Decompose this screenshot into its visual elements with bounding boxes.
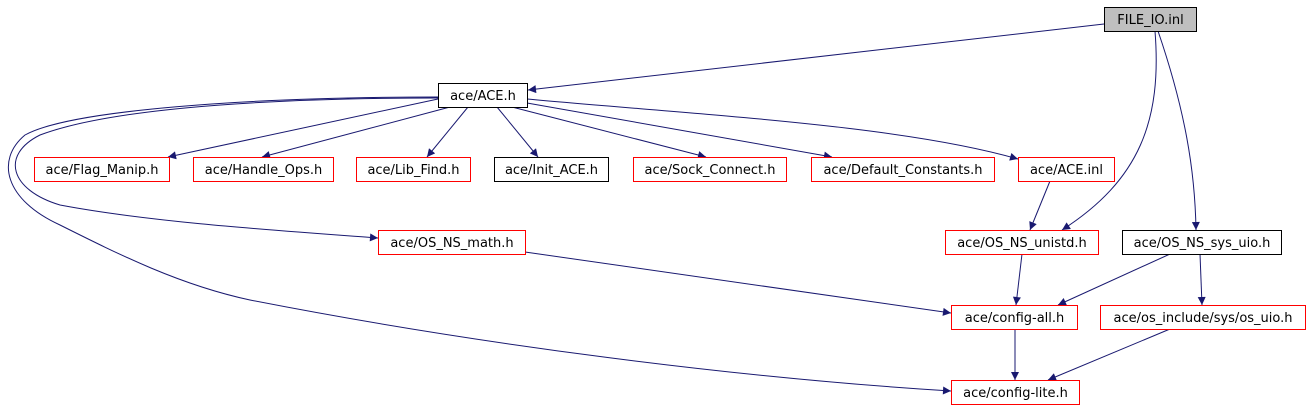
node-ace-inl[interactable]: ace/ACE.inl — [1018, 157, 1115, 182]
node-box-lib-find — [356, 157, 471, 182]
node-handle-ops[interactable]: ace/Handle_Ops.h — [193, 157, 334, 182]
node-ace-h: ace/ACE.h — [438, 83, 528, 108]
node-box-flag-manip — [34, 157, 170, 182]
edge-os-uio-to-config-lite — [1047, 328, 1171, 381]
node-box-default-constants — [811, 157, 995, 182]
node-box-os-ns-math — [378, 230, 526, 255]
edge-ace-h-to-lib-find — [426, 106, 469, 158]
edges-layer — [8, 23, 1206, 395]
node-label-file-io-inl: FILE_IO.inl — [1117, 13, 1183, 28]
node-label-os-ns-unistd: ace/OS_NS_unistd.h — [957, 236, 1087, 251]
node-label-handle-ops: ace/Handle_Ops.h — [205, 163, 322, 178]
node-label-ace-inl: ace/ACE.inl — [1030, 163, 1103, 178]
edge-file-io-inl-to-os-ns-unistd — [1061, 30, 1157, 231]
node-label-lib-find: ace/Lib_Find.h — [367, 163, 459, 178]
edge-ace-h-to-os-ns-math — [14, 97, 439, 242]
node-file-io-inl: FILE_IO.inl — [1104, 7, 1197, 32]
node-config-all[interactable]: ace/config-all.h — [951, 305, 1078, 330]
node-sock-connect[interactable]: ace/Sock_Connect.h — [633, 157, 787, 182]
node-box-os-uio — [1100, 305, 1306, 330]
node-box-handle-ops — [193, 157, 334, 182]
node-box-config-lite — [951, 380, 1080, 405]
nodes-layer: FILE_IO.inl ace/ACE.h ace/Flag_Manip.h ace/… — [34, 7, 1306, 405]
node-label-flag-manip: ace/Flag_Manip.h — [46, 163, 159, 178]
node-label-os-uio: ace/os_include/sys/os_uio.h — [1114, 311, 1293, 326]
node-init-ace: ace/Init_ACE.h — [494, 157, 609, 182]
edge-ace-h-to-init-ace — [496, 106, 539, 158]
node-box-ace-inl — [1018, 157, 1115, 182]
edge-ace-h-to-default-constants — [526, 102, 833, 160]
node-box-os-ns-sys-uio — [1122, 230, 1282, 255]
node-label-ace-h: ace/ACE.h — [450, 89, 516, 104]
node-config-lite[interactable]: ace/config-lite.h — [951, 380, 1080, 405]
node-label-config-all: ace/config-all.h — [965, 311, 1065, 326]
node-lib-find[interactable]: ace/Lib_Find.h — [356, 157, 471, 182]
node-label-config-lite: ace/config-lite.h — [963, 386, 1068, 401]
edge-os-ns-unistd-to-config-all — [1012, 253, 1023, 306]
node-label-os-ns-math: ace/OS_NS_math.h — [390, 236, 513, 251]
edge-ace-h-to-flag-manip — [167, 98, 439, 160]
node-box-os-ns-unistd — [945, 230, 1099, 255]
edge-os-ns-sys-uio-to-config-all — [1057, 253, 1171, 306]
edge-ace-h-to-ace-inl — [526, 98, 1019, 161]
edge-file-io-inl-to-os-ns-sys-uio — [1157, 30, 1200, 231]
node-os-uio[interactable]: ace/os_include/sys/os_uio.h — [1100, 305, 1306, 330]
node-flag-manip[interactable]: ace/Flag_Manip.h — [34, 157, 170, 182]
edge-ace-h-to-sock-connect — [511, 106, 707, 159]
node-label-init-ace: ace/Init_ACE.h — [505, 163, 598, 178]
edge-ace-h-to-config-lite — [8, 96, 952, 395]
node-label-sock-connect: ace/Sock_Connect.h — [645, 163, 776, 178]
node-os-ns-math[interactable]: ace/OS_NS_math.h — [378, 230, 526, 255]
node-label-default-constants: ace/Default_Constants.h — [823, 163, 982, 178]
node-default-constants[interactable]: ace/Default_Constants.h — [811, 157, 995, 182]
edge-os-ns-sys-uio-to-os-uio — [1197, 253, 1206, 306]
edge-ace-h-to-handle-ops — [261, 106, 451, 159]
node-box-ace-h — [438, 83, 528, 108]
edge-os-ns-math-to-config-all — [524, 251, 952, 316]
node-box-file-io-inl — [1104, 7, 1197, 32]
node-box-init-ace — [494, 157, 609, 182]
edge-file-io-inl-to-ace-h — [527, 23, 1105, 94]
edge-ace-inl-to-os-ns-unistd — [1029, 180, 1051, 231]
node-box-sock-connect — [633, 157, 787, 182]
node-os-ns-sys-uio: ace/OS_NS_sys_uio.h — [1122, 230, 1282, 255]
node-os-ns-unistd[interactable]: ace/OS_NS_unistd.h — [945, 230, 1099, 255]
node-box-config-all — [951, 305, 1078, 330]
node-label-os-ns-sys-uio: ace/OS_NS_sys_uio.h — [1134, 236, 1271, 251]
